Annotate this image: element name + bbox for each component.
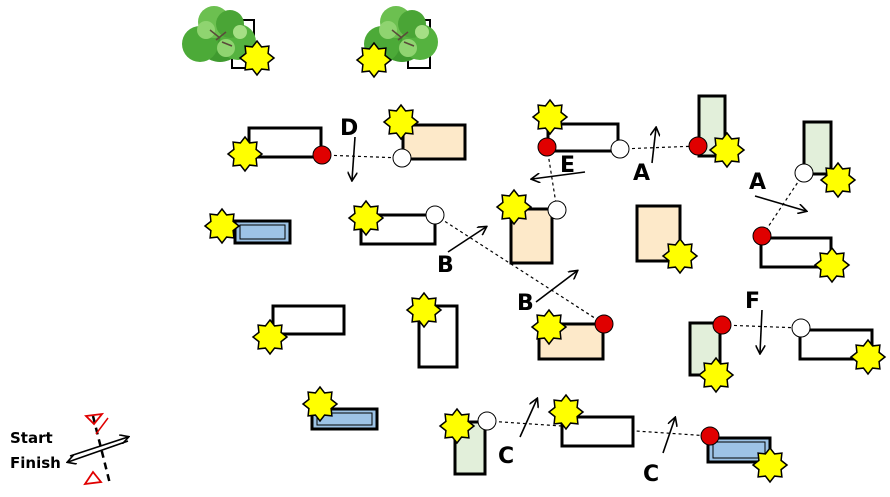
- arrow-b2: [535, 271, 577, 303]
- legend-finish: Finish: [10, 454, 61, 472]
- finish-arrow: [68, 440, 129, 462]
- arrow-b1: [447, 227, 486, 253]
- arrow-d: [352, 136, 355, 180]
- tree-left: [181, 5, 275, 76]
- arrow-e: [532, 171, 586, 179]
- start-arrow: [69, 437, 128, 457]
- label-a2: A: [749, 170, 766, 195]
- obstacle-1: [227, 126, 332, 172]
- obstacle-5: [794, 120, 856, 198]
- direction-arrows: [352, 128, 806, 454]
- obstacle-8: [496, 189, 567, 265]
- obstacle-3: [532, 99, 630, 159]
- obstacle-10: [752, 226, 850, 283]
- obstacle-4: [688, 94, 745, 168]
- start-finish-legend: Start Finish: [10, 412, 129, 486]
- obstacle-17: [439, 408, 497, 476]
- arrow-a2: [754, 195, 806, 211]
- obstacle-13: [531, 309, 614, 361]
- obstacle-16: [302, 386, 379, 431]
- obstacle-6: [204, 208, 292, 245]
- obstacle-11: [252, 304, 346, 355]
- label-b1: B: [437, 253, 454, 278]
- label-c1: C: [498, 444, 514, 469]
- legend-start: Start: [10, 429, 53, 447]
- obstacle-18: [548, 394, 635, 448]
- arrow-c1: [519, 399, 537, 438]
- tree-right: [356, 5, 439, 78]
- arrow-f: [760, 309, 762, 353]
- label-f: F: [745, 289, 760, 314]
- label-a1: A: [633, 161, 650, 186]
- obstacle-19: [700, 426, 788, 483]
- connection-lines: [321, 145, 805, 437]
- label-d: D: [340, 116, 358, 141]
- obstacle-14: [688, 315, 734, 393]
- obstacle-7: [348, 200, 445, 246]
- obstacle-2: [383, 104, 467, 168]
- label-b2: B: [517, 291, 534, 316]
- obstacle-9: [635, 204, 698, 274]
- obstacle-15: [791, 318, 886, 375]
- label-c2: C: [643, 462, 659, 487]
- arrow-c2: [662, 418, 675, 454]
- label-e: E: [560, 153, 575, 178]
- arrow-a1: [652, 128, 656, 164]
- obstacle-12: [406, 292, 459, 369]
